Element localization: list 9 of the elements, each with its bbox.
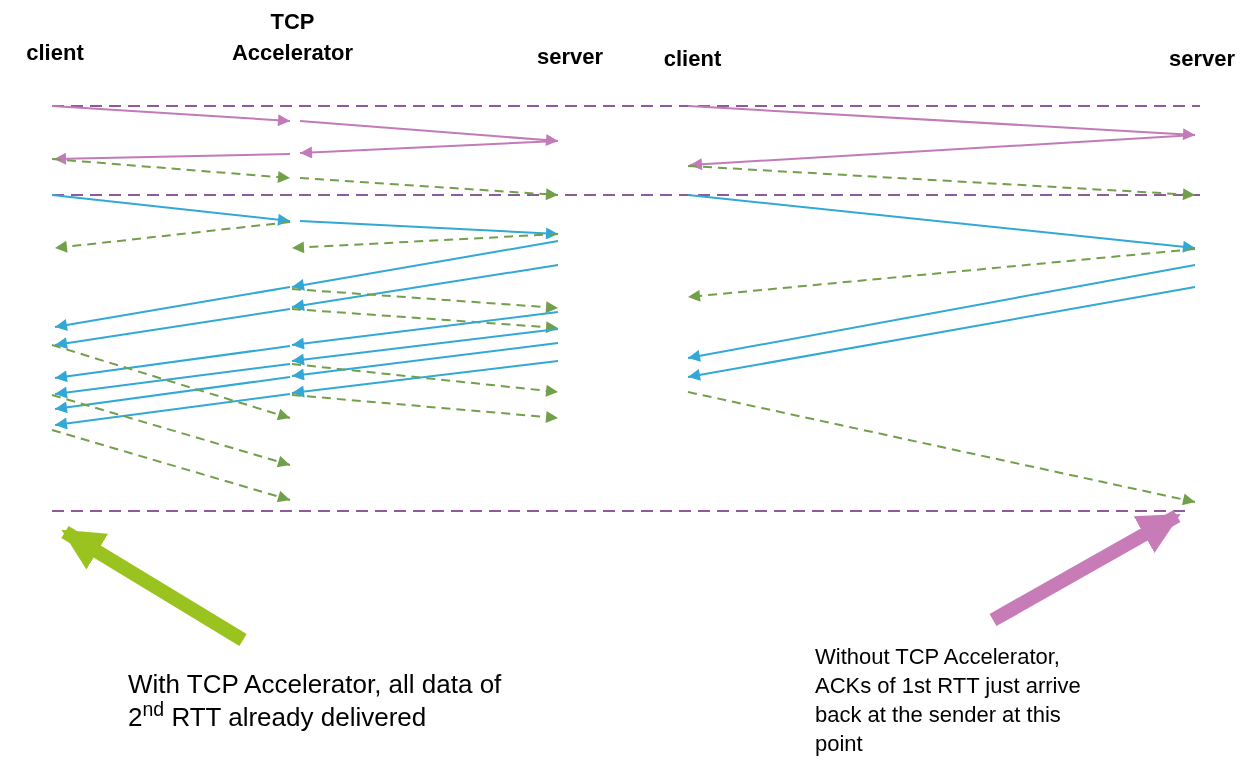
annotation-text: Without TCP Accelerator, ACKs of 1st RTT just arrive back at the sender at this point [815,643,1082,758]
pointer-arrow [989,509,1181,627]
annotation-text: With TCP Accelerator, all data of 2$^{nd}$ RTT already delivered [128,668,503,734]
pointer-arrow [61,526,247,646]
lifeline-label: client [662,45,723,73]
lifeline-label: client [25,39,85,67]
lifeline-label: server [1167,45,1237,73]
lifeline-label: server [535,43,605,71]
lifeline-label: TCP Accelerator [230,8,355,67]
